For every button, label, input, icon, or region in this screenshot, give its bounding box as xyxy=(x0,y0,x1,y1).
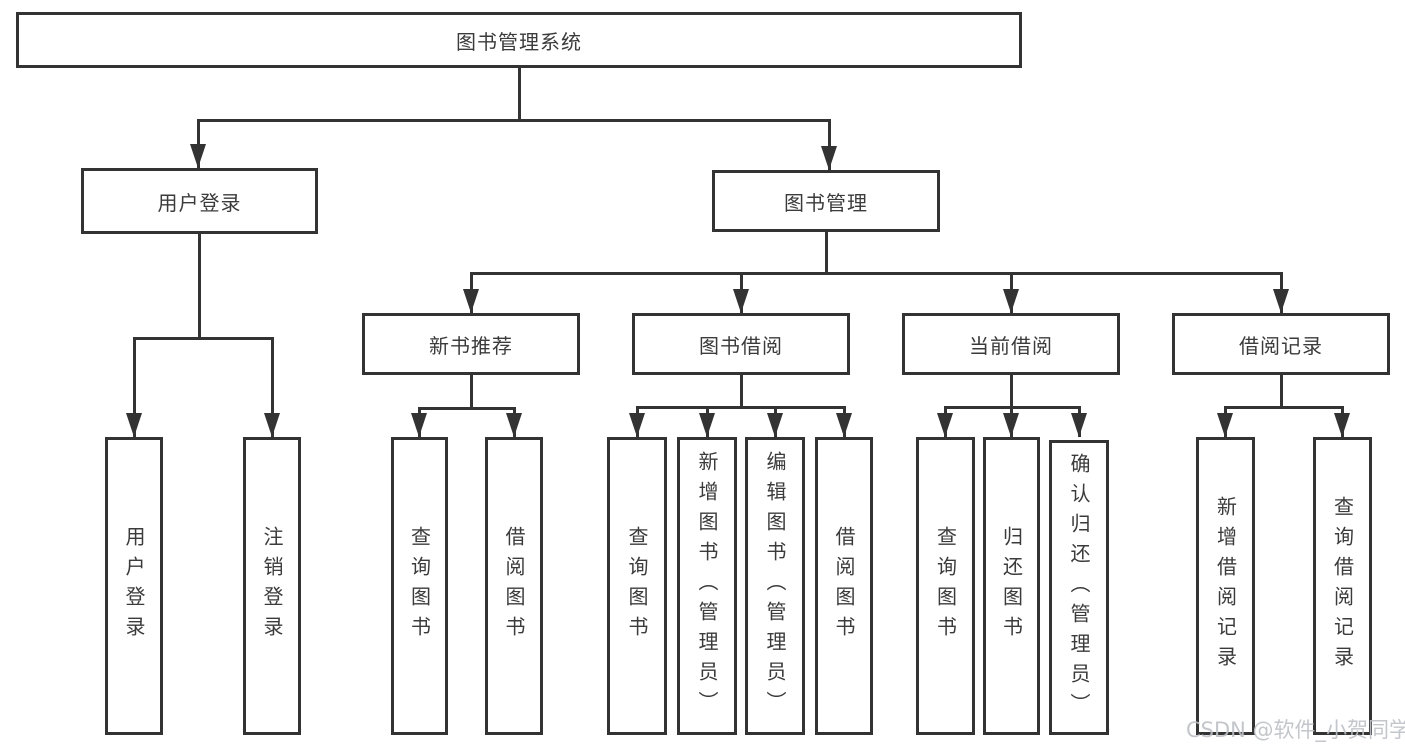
arrow-down-icon xyxy=(463,289,479,313)
connector-to-book-management xyxy=(828,119,831,170)
arrow-down-icon xyxy=(767,413,783,437)
node-new-book-recommend: 新书推荐 xyxy=(362,313,580,375)
node-book-management: 图书管理 xyxy=(712,170,940,232)
arrow-down-icon xyxy=(1003,413,1019,437)
arrow-down-icon xyxy=(1334,413,1350,437)
leaf-edit-book-admin: 编辑图书（管理员） xyxy=(745,437,805,735)
node-book-borrow: 图书借阅 xyxy=(632,313,850,375)
leaf-logout-login: 注销登录 xyxy=(243,437,301,735)
node-borrow-records: 借阅记录 xyxy=(1172,313,1390,375)
connector-to-user-login xyxy=(197,119,200,168)
leaf-add-borrow-record: 新增借阅记录 xyxy=(1196,437,1255,735)
connector-recommend-stem xyxy=(470,375,473,407)
connector-user-login-branch xyxy=(133,337,274,340)
connector-level3-branch xyxy=(470,272,1283,275)
connector-root-stem xyxy=(518,68,521,119)
leaf-query-book-borrow: 查询图书 xyxy=(607,437,667,735)
leaf-borrow-book-recommend: 借阅图书 xyxy=(485,437,543,735)
leaf-query-borrow-record: 查询借阅记录 xyxy=(1313,437,1372,735)
arrow-down-icon xyxy=(126,413,142,437)
connector-borrow-branch xyxy=(636,406,846,409)
arrow-down-icon xyxy=(937,413,953,437)
connector-to-leaf-user-login xyxy=(133,337,136,437)
arrow-down-icon xyxy=(733,289,749,313)
arrow-down-icon xyxy=(699,413,715,437)
node-library-management-system: 图书管理系统 xyxy=(16,12,1022,68)
node-user-login: 用户登录 xyxy=(81,168,318,234)
arrow-down-icon xyxy=(411,413,427,437)
connector-recommend-branch xyxy=(418,407,516,410)
leaf-user-login: 用户登录 xyxy=(105,437,163,735)
connector-current-stem xyxy=(1010,375,1013,406)
leaf-confirm-return-admin: 确认归还（管理员） xyxy=(1049,440,1109,735)
leaf-return-book: 归还图书 xyxy=(983,437,1040,735)
connector-borrow-stem xyxy=(740,375,743,406)
node-current-borrow: 当前借阅 xyxy=(902,313,1120,375)
arrow-down-icon xyxy=(1217,413,1233,437)
connector-records-branch xyxy=(1224,406,1344,409)
leaf-borrow-book: 借阅图书 xyxy=(815,437,873,735)
arrow-down-icon xyxy=(1003,289,1019,313)
connector-records-stem xyxy=(1280,375,1283,406)
leaf-query-book-recommend: 查询图书 xyxy=(391,437,448,735)
arrow-down-icon xyxy=(1071,413,1087,437)
arrow-down-icon xyxy=(1273,289,1289,313)
connector-to-leaf-logout xyxy=(271,337,274,437)
arrow-down-icon xyxy=(629,413,645,437)
arrow-down-icon xyxy=(264,413,280,437)
connector-level2-branch xyxy=(197,119,831,122)
arrow-down-icon xyxy=(190,144,206,168)
connector-user-login-stem xyxy=(198,234,201,337)
arrow-down-icon xyxy=(821,146,837,170)
arrow-down-icon xyxy=(836,413,852,437)
leaf-add-book-admin: 新增图书（管理员） xyxy=(677,437,737,735)
csdn-watermark: CSDN @软件_小贺同学 xyxy=(1186,718,1405,742)
connector-book-management-stem xyxy=(825,232,828,272)
arrow-down-icon xyxy=(506,413,522,437)
leaf-query-book-current: 查询图书 xyxy=(916,437,975,735)
